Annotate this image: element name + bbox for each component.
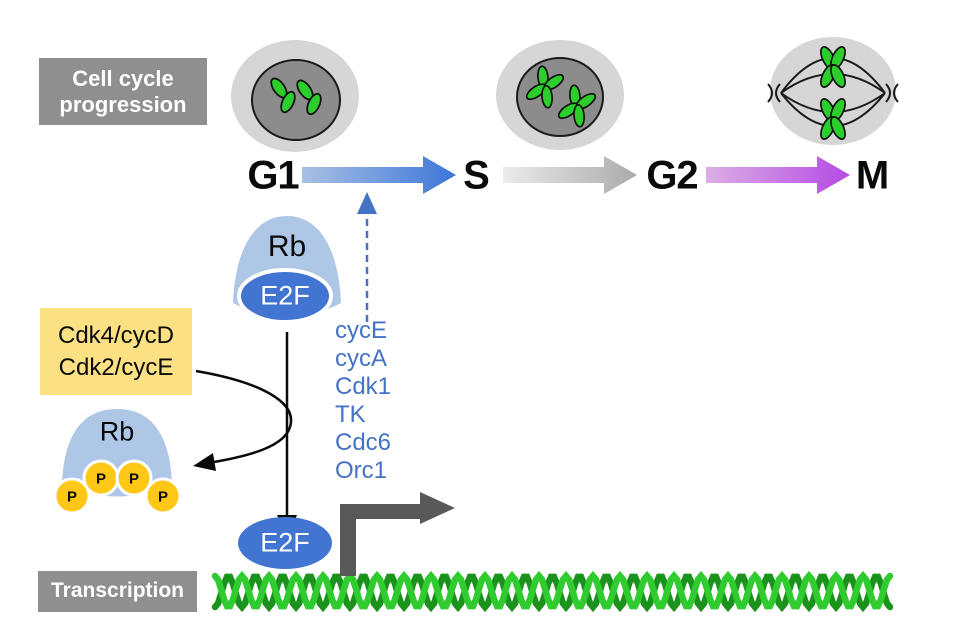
cell-s: [496, 40, 624, 150]
gene-item: Cdk1: [335, 373, 392, 400]
cell-m: [767, 37, 899, 145]
phosphate-label: P: [66, 488, 78, 506]
nucleus: [251, 59, 341, 141]
phase-label-s: S: [463, 153, 490, 198]
chromosomes-duplicated: [525, 65, 597, 128]
arrow-s-to-g2: [503, 156, 637, 194]
cell-cycle-progression-label: Cell cycle progression: [39, 58, 207, 125]
e2f-free-ellipse: [238, 517, 332, 569]
gene-item: Orc1: [335, 457, 388, 484]
dashed-feedback-arrow: [357, 192, 377, 322]
gene-item: Cdc6: [335, 429, 392, 456]
label-line: Transcription: [50, 579, 185, 603]
phospho-rb-label: Rb: [99, 416, 135, 447]
phosphate-label: P: [128, 470, 140, 488]
label-line: Cell cycle: [72, 65, 174, 91]
phosphate-label: P: [157, 488, 169, 506]
transcription-label: Transcription: [38, 571, 197, 612]
kinase-line: Cdk2/cycE: [58, 353, 174, 381]
phosphate-circles: [53, 459, 182, 515]
label-line: progression: [59, 91, 187, 117]
gene-item: cycE: [335, 317, 388, 344]
transcription-start-arrow: [340, 492, 455, 576]
gene-item: TK: [335, 401, 366, 428]
cell-g1: [231, 40, 359, 152]
phase-label-g2: G2: [646, 153, 698, 198]
e2f-release-arrow: [277, 332, 297, 539]
phase-label-g1: G1: [247, 153, 299, 198]
kinase-box: Cdk4/cycD Cdk2/cycE: [40, 308, 192, 395]
dna-strand-dark: [211, 573, 894, 613]
arrow-g1-to-s: [302, 156, 456, 194]
e2f-bound-ellipse: [237, 268, 333, 324]
arrow-g2-to-m: [706, 156, 850, 194]
phase-label-m: M: [855, 153, 889, 198]
kinase-line: Cdk4/cycD: [57, 322, 175, 350]
dna-strand-light: [211, 570, 894, 610]
rb-label: Rb: [267, 230, 307, 263]
kinase-action-arrow: [193, 369, 293, 471]
e2f-bound-label: E2F: [260, 280, 310, 311]
chromosomes-metaphase: [820, 46, 846, 140]
cell-body: [770, 37, 896, 145]
e2f-target-genes-list: cycE cycA Cdk1 TK Cdc6 Orc1: [335, 317, 391, 485]
gene-item: cycA: [335, 345, 388, 372]
chromosomes-single: [270, 77, 322, 116]
e2f-free-label: E2F: [260, 527, 310, 558]
phosphate-label: P: [95, 470, 107, 488]
dna-helix: [211, 570, 894, 613]
